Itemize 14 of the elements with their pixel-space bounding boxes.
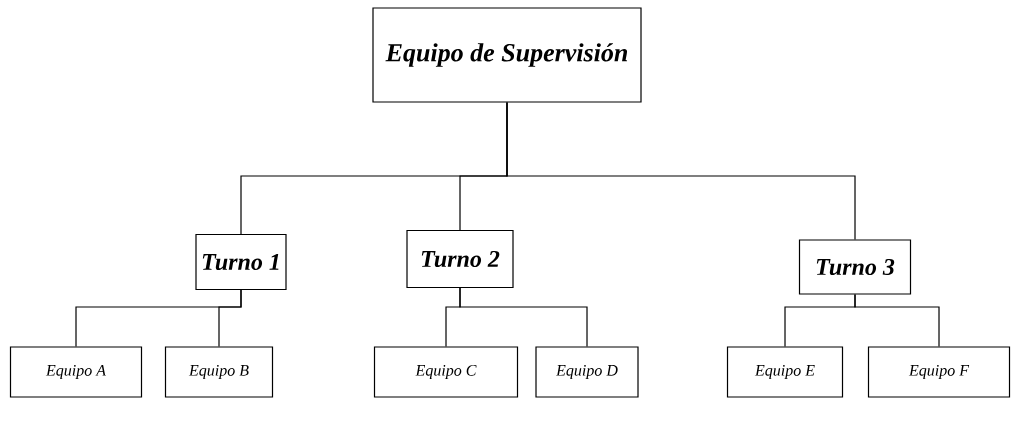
- team-box: Equipo A: [9, 346, 143, 398]
- team-box: Equipo E: [726, 346, 844, 398]
- team-box: Equipo B: [164, 346, 274, 398]
- shift-box: Turno 3: [798, 239, 912, 295]
- connector-line: [854, 294, 940, 347]
- team-box: Equipo F: [867, 346, 1011, 398]
- connector-line: [506, 102, 856, 240]
- connector-line: [218, 289, 242, 347]
- team-box: Equipo D: [535, 346, 639, 398]
- team-box: Equipo de Supervisión: [372, 7, 642, 103]
- connector-line: [459, 287, 588, 347]
- team-box: Equipo C: [373, 346, 519, 398]
- shift-box: Turno 2: [406, 229, 514, 289]
- shift-box: Turno 1: [195, 233, 287, 291]
